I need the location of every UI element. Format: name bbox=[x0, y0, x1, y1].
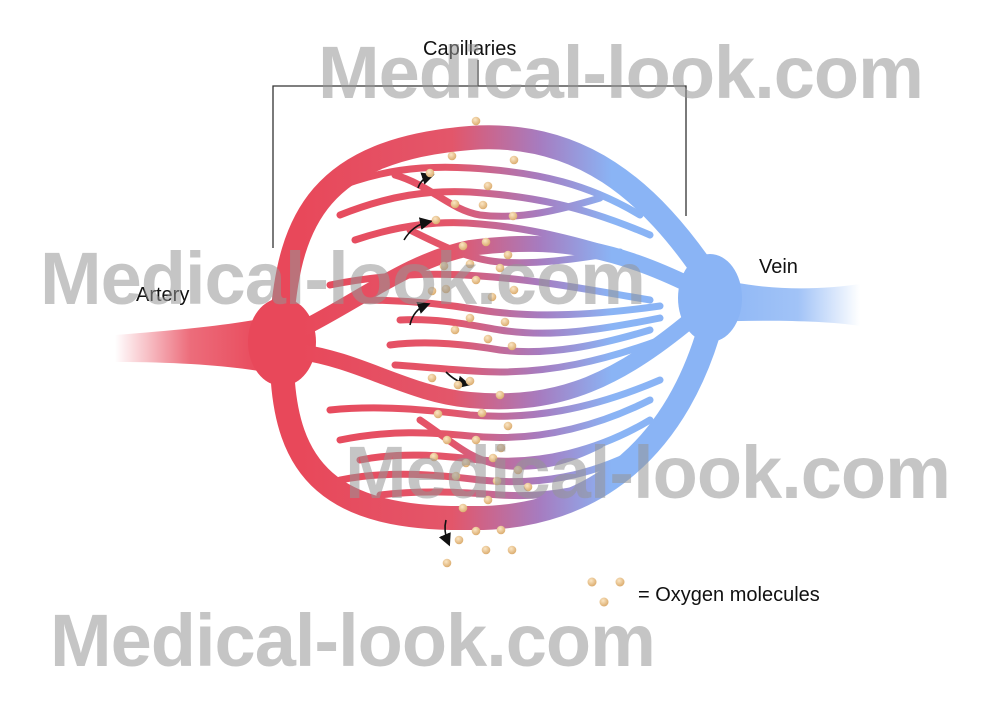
oxygen-molecule-icon bbox=[450, 199, 460, 209]
oxygen-molecule-icon bbox=[454, 535, 464, 545]
oxygen-molecule-icon bbox=[471, 435, 481, 445]
oxygen-molecule-icon bbox=[458, 241, 468, 251]
oxygen-molecule-icon bbox=[495, 390, 505, 400]
oxygen-molecule-icon bbox=[496, 443, 506, 453]
oxygen-molecule-icon bbox=[433, 409, 443, 419]
oxygen-molecule-icon bbox=[442, 435, 452, 445]
vein-outlet bbox=[705, 275, 860, 326]
diffusion-arrow-icon bbox=[409, 301, 431, 326]
diffusion-arrow-icon bbox=[403, 217, 433, 241]
oxygen-molecule-icon bbox=[447, 151, 457, 161]
oxygen-molecule-icon bbox=[427, 373, 437, 383]
oxygen-molecule-icon bbox=[500, 317, 510, 327]
oxygen-molecule-icon bbox=[453, 380, 463, 390]
oxygen-molecules bbox=[425, 116, 533, 568]
oxygen-molecule-icon bbox=[451, 471, 461, 481]
artery-label: Artery bbox=[136, 284, 190, 306]
artery-inlet bbox=[115, 318, 265, 372]
oxygen-molecule-icon bbox=[507, 341, 517, 351]
oxygen-molecule-icon bbox=[429, 452, 439, 462]
legend-label: = Oxygen molecules bbox=[638, 584, 820, 606]
oxygen-molecule-icon bbox=[507, 545, 517, 555]
oxygen-molecule-icon bbox=[483, 181, 493, 191]
oxygen-molecule-icon bbox=[478, 200, 488, 210]
oxygen-molecule-icon bbox=[465, 376, 475, 386]
capillaries-label: Capillaries bbox=[423, 38, 517, 60]
oxygen-molecule-icon bbox=[487, 292, 497, 302]
oxygen-molecule-icon bbox=[523, 482, 533, 492]
oxygen-molecule-icon bbox=[495, 263, 505, 273]
oxygen-molecule-icon bbox=[431, 215, 441, 225]
legend-molecules bbox=[587, 577, 625, 607]
oxygen-molecule-icon bbox=[587, 577, 597, 587]
oxygen-molecule-icon bbox=[615, 577, 625, 587]
oxygen-molecule-icon bbox=[439, 261, 449, 271]
watermark-top: Medical-look.com bbox=[318, 31, 924, 114]
oxygen-molecule-icon bbox=[465, 313, 475, 323]
oxygen-molecule-icon bbox=[461, 458, 471, 468]
oxygen-molecule-icon bbox=[465, 259, 475, 269]
oxygen-molecule-icon bbox=[477, 408, 487, 418]
oxygen-molecule-icon bbox=[442, 558, 452, 568]
oxygen-molecule-icon bbox=[513, 465, 523, 475]
diffusion-arrow-icon bbox=[438, 519, 451, 547]
oxygen-molecule-icon bbox=[425, 168, 435, 178]
oxygen-molecule-icon bbox=[483, 495, 493, 505]
oxygen-molecule-icon bbox=[427, 286, 437, 296]
oxygen-molecule-icon bbox=[441, 284, 451, 294]
oxygen-molecule-icon bbox=[509, 285, 519, 295]
capillary-network bbox=[326, 163, 664, 500]
oxygen-molecule-icon bbox=[503, 421, 513, 431]
vein-label: Vein bbox=[759, 256, 798, 278]
capillaries-bracket bbox=[272, 60, 687, 248]
oxygen-molecule-icon bbox=[483, 334, 493, 344]
watermark-middle-left: Medical-look.com bbox=[40, 237, 646, 320]
watermark-middle-right: Medical-look.com bbox=[345, 431, 951, 514]
main-vessels bbox=[270, 125, 724, 531]
oxygen-molecule-icon bbox=[488, 453, 498, 463]
artery-junction bbox=[248, 298, 316, 386]
oxygen-molecule-icon bbox=[471, 526, 481, 536]
oxygen-molecule-icon bbox=[481, 237, 491, 247]
oxygen-molecule-icon bbox=[496, 525, 506, 535]
oxygen-molecule-icon bbox=[492, 476, 502, 486]
watermark-bottom: Medical-look.com bbox=[50, 599, 656, 682]
oxygen-molecule-icon bbox=[450, 325, 460, 335]
oxygen-molecule-icon bbox=[471, 275, 481, 285]
oxygen-molecule-icon bbox=[481, 545, 491, 555]
diffusion-arrow-icon bbox=[445, 371, 471, 389]
oxygen-molecule-icon bbox=[599, 597, 609, 607]
oxygen-molecule-icon bbox=[503, 250, 513, 260]
oxygen-molecule-icon bbox=[458, 503, 468, 513]
oxygen-molecule-icon bbox=[508, 211, 518, 221]
oxygen-molecule-icon bbox=[509, 155, 519, 165]
oxygen-molecule-icon bbox=[471, 116, 481, 126]
